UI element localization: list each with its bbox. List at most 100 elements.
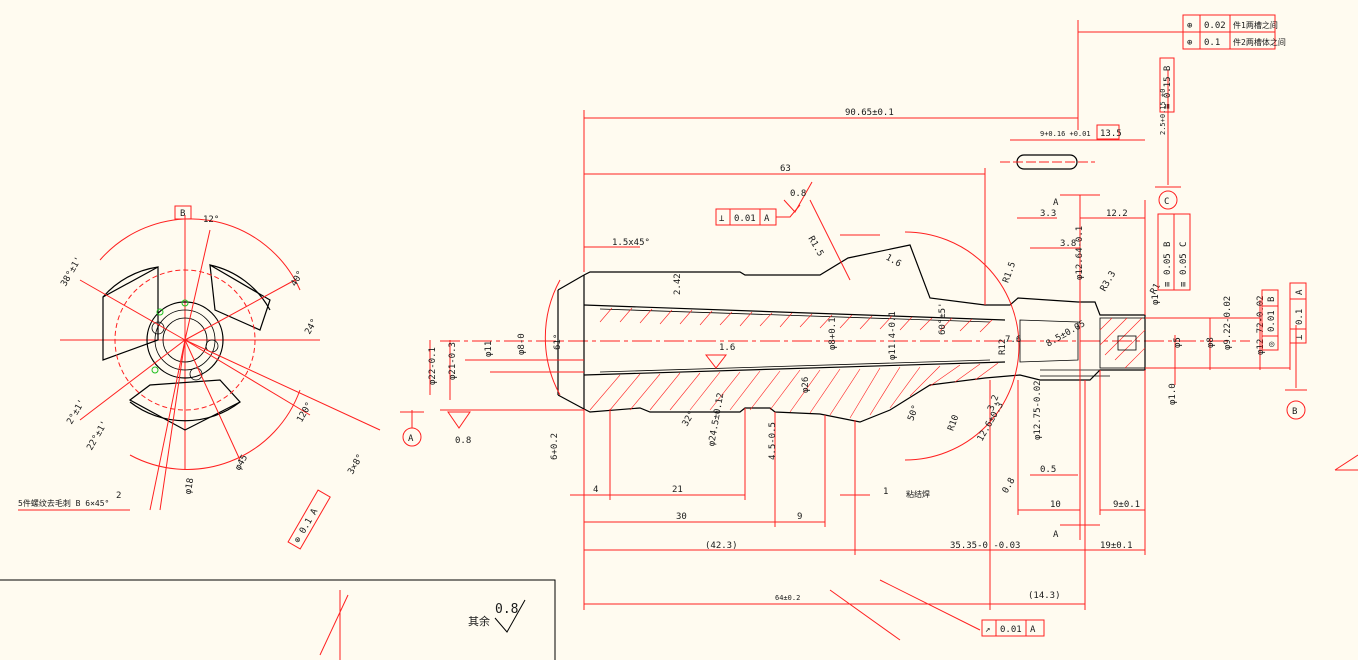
dim-6: 6+0.2 <box>550 433 560 460</box>
lv-d38-2: 3×8° <box>346 453 366 477</box>
svg-text:≡: ≡ <box>1179 281 1189 287</box>
dim-9-1: 9±0.1 <box>1113 500 1140 510</box>
dim-angle50: 50° <box>906 404 921 423</box>
lv-d2: 2 <box>116 491 121 501</box>
dim-r0-5: R1.5 <box>1001 261 1018 285</box>
svg-text:0.05: 0.05 <box>1163 253 1173 275</box>
datum-b: B <box>1292 407 1297 417</box>
title-block: 其余 0.8 <box>0 579 556 660</box>
section-hatching-top <box>599 307 993 333</box>
dim-0-8: 0.8 <box>1001 476 1018 495</box>
dim-7-6: 7.6 <box>1005 335 1021 345</box>
svg-text:0.1: 0.1 <box>1295 309 1305 325</box>
dim-21: 21 <box>672 485 683 495</box>
dim-r1-5: R1.5 <box>806 235 826 259</box>
dim-angle-phi24: φ24.5±0.12 <box>707 392 726 447</box>
roughness-other-label: 其余 <box>468 614 490 628</box>
datum-a: A <box>408 434 414 444</box>
datum-c: C <box>1164 197 1169 207</box>
svg-text:0.05: 0.05 <box>1179 253 1189 275</box>
svg-text:0.8: 0.8 <box>790 189 806 199</box>
svg-text:0.8: 0.8 <box>455 436 471 446</box>
lv-d45: φ45 <box>233 453 250 472</box>
roughness-left: 0.8 <box>455 436 471 446</box>
section-hatching-bottom <box>589 362 999 419</box>
svg-text:C: C <box>1164 197 1169 207</box>
dim-angle60: 60°±5' <box>938 302 948 335</box>
svg-text:1.6: 1.6 <box>719 343 735 353</box>
dim-1: 1 <box>883 487 888 497</box>
dim-phi26: φ26 <box>801 377 811 393</box>
lv-label-b: B <box>180 209 185 219</box>
fcf-note-2: 件2两槽体之间 <box>1233 37 1286 47</box>
lv-d24: 24° <box>303 317 320 336</box>
svg-text:0.01: 0.01 <box>1000 625 1022 635</box>
fcf-sym: ≡ 0.05 B ≡ 0.05 C <box>1157 213 1191 291</box>
lv-d40: 40° <box>289 269 306 288</box>
fcf-symbol-2: ⊕ <box>1187 38 1192 48</box>
left-end-view: B 12° 38°±1' 40° 24° 2°±1' 22°±1' 120° 3… <box>18 205 381 550</box>
lv-d22: 22°±1' <box>85 419 110 452</box>
dim-13-5: 13.5 <box>1100 129 1122 139</box>
svg-text:0.01: 0.01 <box>734 214 756 224</box>
dim-3-3: 3.3 <box>1040 209 1056 219</box>
lv-d38: 38°±1' <box>59 255 84 288</box>
lv-d120: 120° <box>295 401 315 425</box>
dim-8-5: 8.5±0.05 <box>1045 319 1088 349</box>
dim-phi8b: φ8+0.1 <box>828 317 838 350</box>
dim-overall: 90.65±0.1 <box>845 108 894 118</box>
fcf-runout-bottom: ↗ 0.01 A <box>981 619 1045 637</box>
dimension-lines <box>400 20 1358 641</box>
dim-slot: 9+0.16 +0.01 <box>1040 130 1091 138</box>
main-part <box>440 154 1250 423</box>
svg-text:C: C <box>1179 242 1189 247</box>
dim-r12: R12 <box>998 339 1008 355</box>
fcf-tol-1: 0.02 <box>1204 21 1226 31</box>
dim-35-35: 35.35-0 -0.03 <box>950 541 1020 551</box>
dim-64: 64±0.2 <box>775 594 800 602</box>
dim-chamfer: 1.5x45° <box>612 238 650 248</box>
dim-r3-3: R3.3 <box>1099 270 1119 294</box>
fcf-symbol-1: ⊕ <box>1187 21 1192 31</box>
svg-text:0.01: 0.01 <box>1267 310 1277 332</box>
dim-4: 4 <box>593 485 598 495</box>
dim-14-3: (14.3) <box>1028 591 1061 601</box>
svg-text:◎: ◎ <box>1267 341 1277 347</box>
dim-phi9-22: φ9.22-0.02 <box>1223 296 1233 350</box>
dim-1-6: 1.6 <box>884 253 903 270</box>
dim-r10: R10 <box>946 414 961 433</box>
dim-angle61: 61° <box>553 334 563 350</box>
dim-30: 30 <box>676 512 687 522</box>
lv-d28: 2°±1' <box>65 398 87 426</box>
lv-note: 5件螺纹去毛刺 B 6×45° <box>18 498 109 508</box>
dim-phi8: φ8-0 <box>517 333 527 355</box>
svg-text:⊥: ⊥ <box>1295 334 1305 340</box>
dim-phi1: φ1 <box>1151 294 1161 305</box>
dim-2-42: 2.42 <box>673 273 683 295</box>
dim-63: 63 <box>780 164 791 174</box>
svg-text:A: A <box>408 434 414 444</box>
dim-9: 9 <box>797 512 802 522</box>
dim-12-2: 12.2 <box>1106 209 1128 219</box>
fcf-perp-right: ⊥ 0.1 A <box>1289 282 1307 344</box>
fcf-tol-2: 0.1 <box>1204 38 1220 48</box>
dim-42-3: (42.3) <box>705 541 738 551</box>
dim-phi11-4: φ11.4-0.1 <box>888 311 898 360</box>
svg-text:A: A <box>764 214 770 224</box>
svg-text:B: B <box>1163 242 1173 247</box>
dim-phi11: φ11 <box>484 341 494 357</box>
lv-d18: φ18 <box>184 477 197 495</box>
svg-text:A: A <box>1030 625 1036 635</box>
dim-r1: R1 <box>1149 282 1163 296</box>
roughness-other-value: 0.8 <box>495 602 518 617</box>
dim-phi21: φ21-0.3 <box>448 342 458 380</box>
section-mark-bottom: A <box>1053 530 1059 540</box>
svg-text:⊥: ⊥ <box>719 214 725 224</box>
dim-2-5: 2.5+0.15 +0 <box>1159 89 1167 135</box>
section-mark-top: A <box>1053 198 1059 208</box>
fcf-perp-main: ⊥ 0.01 A <box>715 204 801 226</box>
dim-19: 19±0.1 <box>1100 541 1133 551</box>
dim-10: 10 <box>1050 500 1061 510</box>
fcf-conc: ◎ 0.01 B <box>1261 289 1279 351</box>
